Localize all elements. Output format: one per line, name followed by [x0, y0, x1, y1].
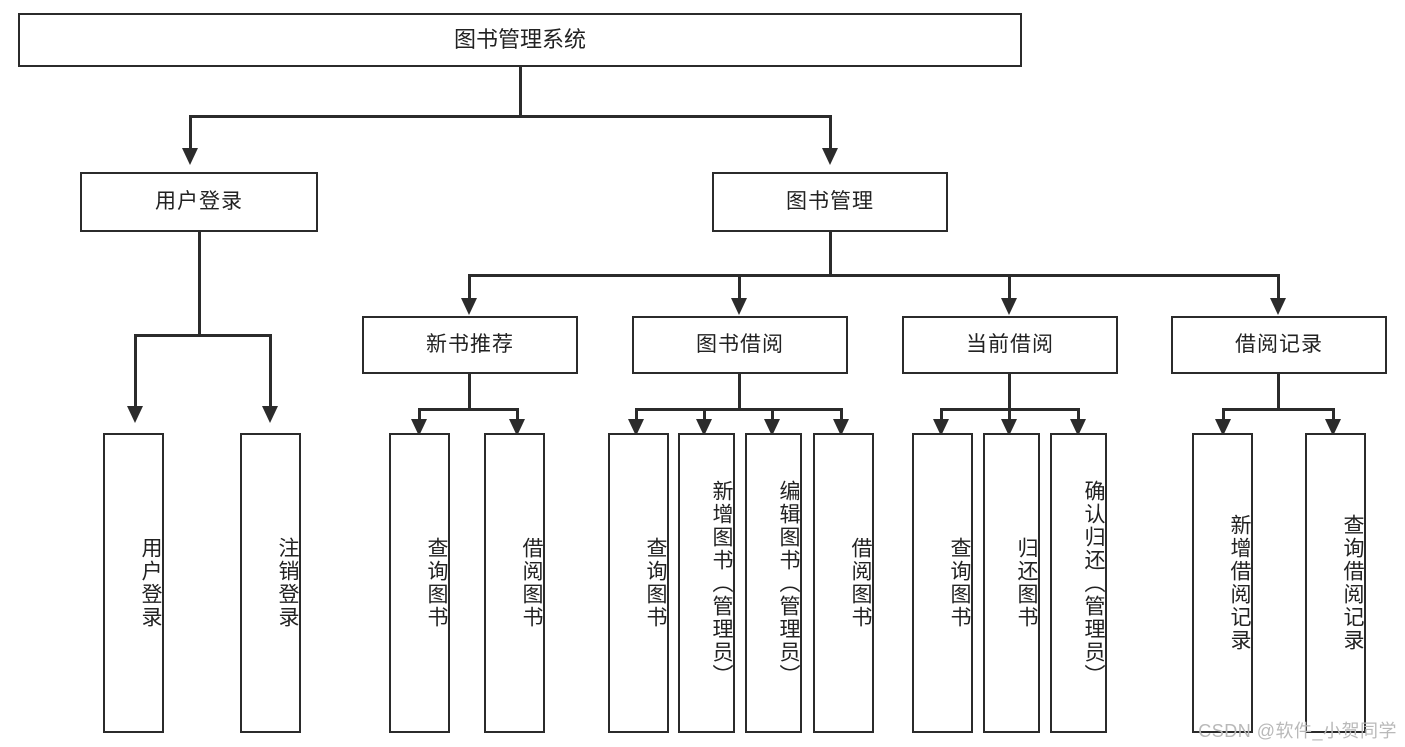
- connector-book-borrow-leaf1: [635, 408, 638, 421]
- connector-new-book-stem: [468, 374, 471, 410]
- connector-book-borrow-leaf3: [771, 408, 774, 421]
- leaf-query-book-new[interactable]: 查询图书: [389, 433, 450, 733]
- leaf-user-login[interactable]: 用户登录: [103, 433, 164, 733]
- node-label: 图书管理: [786, 189, 874, 213]
- connector-root-bus: [189, 115, 832, 118]
- connector-current-borrow-leaf2: [1008, 408, 1011, 421]
- node-label: 借阅图书: [520, 537, 543, 629]
- node-label: 当前借阅: [966, 332, 1054, 356]
- connector-user-login-stem: [198, 232, 201, 336]
- node-current-borrow[interactable]: 当前借阅: [902, 316, 1118, 374]
- connector-root-stem: [519, 67, 522, 117]
- node-label: 查询图书: [644, 537, 667, 629]
- arrowhead-query-record: [1325, 419, 1341, 436]
- connector-book-borrow-leaf2: [703, 408, 706, 421]
- connector-to-book-borrow: [738, 274, 741, 300]
- connector-current-borrow-leaf3: [1077, 408, 1080, 421]
- node-new-book-recommend[interactable]: 新书推荐: [362, 316, 578, 374]
- connector-borrow-record-leaf2: [1332, 408, 1335, 421]
- arrowhead-book-borrow: [731, 298, 747, 315]
- leaf-return-book[interactable]: 归还图书: [983, 433, 1040, 733]
- arrowhead-user-login: [182, 148, 198, 165]
- node-book-borrow[interactable]: 图书借阅: [632, 316, 848, 374]
- connector-borrow-record-leaf1: [1222, 408, 1225, 421]
- node-label: 新增图书（管理员）: [710, 479, 733, 687]
- node-label: 注销登录: [276, 537, 299, 629]
- arrowhead-query-book-3: [933, 419, 949, 436]
- node-label: 查询借阅记录: [1341, 514, 1364, 652]
- connector-new-book-leaf1: [418, 408, 421, 421]
- connector-to-borrow-record: [1277, 274, 1280, 300]
- arrowhead-new-book: [461, 298, 477, 315]
- leaf-borrow-book-new[interactable]: 借阅图书: [484, 433, 545, 733]
- node-label: 新书推荐: [426, 332, 514, 356]
- arrowhead-borrow-book-2: [833, 419, 849, 436]
- connector-new-book-bus: [418, 408, 519, 411]
- node-label: 图书管理系统: [453, 27, 586, 53]
- connector-current-borrow-leaf1: [940, 408, 943, 421]
- node-borrow-record[interactable]: 借阅记录: [1171, 316, 1387, 374]
- node-label: 新增借阅记录: [1228, 514, 1251, 652]
- arrowhead-borrow-book-1: [509, 419, 525, 436]
- node-label: 查询图书: [425, 537, 448, 629]
- leaf-add-book-admin[interactable]: 新增图书（管理员）: [678, 433, 735, 733]
- node-label: 确认归还（管理员）: [1082, 479, 1105, 687]
- arrowhead-add-record: [1215, 419, 1231, 436]
- connector-current-borrow-stem: [1008, 374, 1011, 410]
- connector-book-borrow-stem: [738, 374, 741, 410]
- node-root-system[interactable]: 图书管理系统: [18, 13, 1022, 67]
- leaf-query-book-current[interactable]: 查询图书: [912, 433, 973, 733]
- arrowhead-edit-book: [764, 419, 780, 436]
- arrowhead-current-borrow: [1001, 298, 1017, 315]
- node-label: 用户登录: [139, 537, 162, 629]
- connector-root-to-user-login: [189, 115, 192, 150]
- leaf-query-borrow-record[interactable]: 查询借阅记录: [1305, 433, 1366, 733]
- arrowhead-query-book-1: [411, 419, 427, 436]
- arrowhead-leaf-logout: [262, 406, 278, 423]
- leaf-confirm-return-admin[interactable]: 确认归还（管理员）: [1050, 433, 1107, 733]
- node-label: 图书借阅: [696, 332, 784, 356]
- node-label: 借阅图书: [849, 537, 872, 629]
- node-label: 用户登录: [155, 189, 243, 213]
- connector-new-book-leaf2: [516, 408, 519, 421]
- connector-root-to-book-manage: [829, 115, 832, 150]
- connector-user-login-leaf1: [134, 334, 137, 408]
- node-label: 编辑图书（管理员）: [777, 479, 800, 687]
- node-label: 归还图书: [1015, 537, 1038, 629]
- connector-borrow-record-stem: [1277, 374, 1280, 410]
- arrowhead-borrow-record: [1270, 298, 1286, 315]
- arrowhead-return-book: [1001, 419, 1017, 436]
- leaf-borrow-book-borrow[interactable]: 借阅图书: [813, 433, 874, 733]
- connector-user-login-leaf2: [269, 334, 272, 408]
- leaf-logout[interactable]: 注销登录: [240, 433, 301, 733]
- arrowhead-book-manage: [822, 148, 838, 165]
- arrowhead-confirm-return: [1070, 419, 1086, 436]
- leaf-query-book-borrow[interactable]: 查询图书: [608, 433, 669, 733]
- node-label: 查询图书: [948, 537, 971, 629]
- connector-user-login-bus: [134, 334, 272, 337]
- connector-book-borrow-leaf4: [840, 408, 843, 421]
- connector-to-current-borrow: [1008, 274, 1011, 300]
- leaf-edit-book-admin[interactable]: 编辑图书（管理员）: [745, 433, 802, 733]
- connector-book-manage-stem: [829, 232, 832, 276]
- connector-book-manage-bus: [468, 274, 1280, 277]
- connector-borrow-record-bus: [1222, 408, 1335, 411]
- connector-book-borrow-bus: [635, 408, 843, 411]
- node-book-manage[interactable]: 图书管理: [712, 172, 948, 232]
- arrowhead-leaf-user-login: [127, 406, 143, 423]
- node-user-login[interactable]: 用户登录: [80, 172, 318, 232]
- connector-to-new-book: [468, 274, 471, 300]
- leaf-add-borrow-record[interactable]: 新增借阅记录: [1192, 433, 1253, 733]
- node-label: 借阅记录: [1235, 332, 1323, 356]
- arrowhead-query-book-2: [628, 419, 644, 436]
- arrowhead-add-book: [696, 419, 712, 436]
